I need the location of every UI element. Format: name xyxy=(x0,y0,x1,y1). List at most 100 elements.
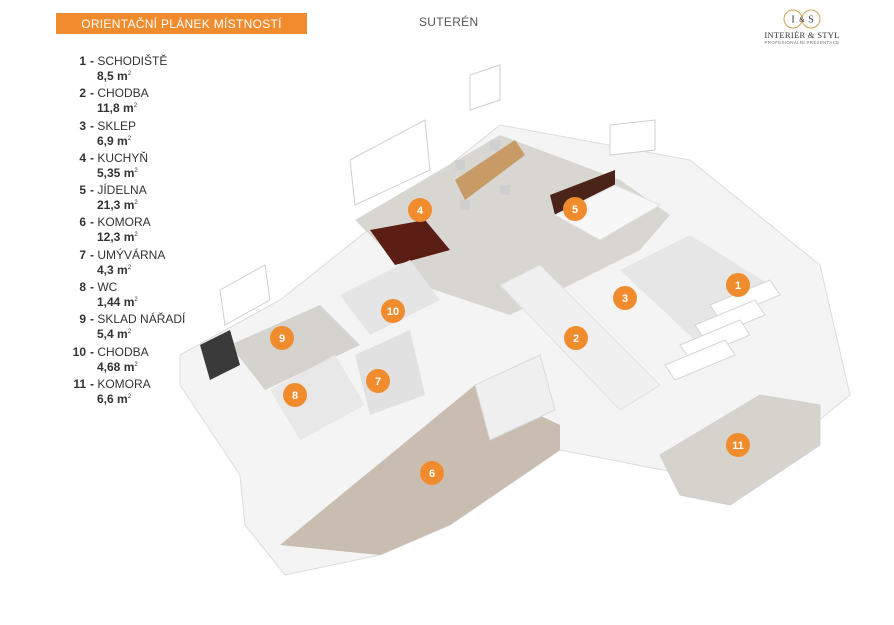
legend-area-exponent: 2 xyxy=(134,200,138,207)
legend-room-name: - JÍDELNA xyxy=(90,183,147,197)
legend-room-number: 10 xyxy=(72,344,86,359)
room-marker-circle xyxy=(726,273,750,297)
legend-room-number: 6 xyxy=(79,215,86,230)
room-marker-number: 8 xyxy=(292,390,298,402)
legend-area-exponent: 2 xyxy=(127,329,132,336)
room-marker-circle xyxy=(563,197,587,221)
room-marker-circle xyxy=(366,369,390,393)
floor-label: SUTERÉN xyxy=(419,15,479,29)
legend-room-label: CHODBA xyxy=(97,344,149,359)
room-marker-number: 1 xyxy=(735,280,741,292)
legend-room-area-value: 4,3 m xyxy=(97,262,128,277)
room-marker: 3 xyxy=(613,286,637,310)
legend-room-area: 4,68 m2 xyxy=(97,360,138,374)
legend-room-number: 5 xyxy=(79,183,86,198)
legend-room-area-value: 5,35 m xyxy=(97,165,135,180)
legend-area-exponent: 2 xyxy=(127,135,132,142)
legend-room-number: 7 xyxy=(79,247,86,262)
kitchen-island xyxy=(370,220,450,265)
legend-room-label: JÍDELNA xyxy=(97,183,147,198)
room-marker-number: 2 xyxy=(573,333,579,345)
legend-room-name: - SKLAD NÁŘADÍ xyxy=(90,312,185,326)
svg-text:&: & xyxy=(799,16,805,24)
legend-room-label: KOMORA xyxy=(97,376,151,391)
room-marker-circle xyxy=(564,326,588,350)
legend-area-exponent: 2 xyxy=(134,167,138,174)
legend-room-name: - SKLEP xyxy=(90,119,136,133)
legend-room-number: 1 xyxy=(79,54,86,68)
legend-room-area-value: 21,3 m xyxy=(97,198,135,213)
room-marker: 1 xyxy=(726,273,750,297)
room-marker-number: 6 xyxy=(429,468,435,480)
legend-room-name: - WC xyxy=(90,280,117,294)
legend-room-area-value: 8,5 m xyxy=(97,69,128,83)
dining-table xyxy=(455,140,525,200)
legend-room-area: 11,8 m2 xyxy=(97,101,137,115)
room-marker-circle xyxy=(381,299,405,323)
legend-room-area-value: 5,4 m xyxy=(97,327,128,342)
legend-separator: - xyxy=(90,215,94,230)
legend-room-area-value: 4,68 m xyxy=(97,359,135,374)
legend-room-name: - KOMORA xyxy=(90,215,151,229)
company-logo: I & S INTERIÉR & STYL PROFESIONÁLNÍ PREZ… xyxy=(762,8,842,46)
room-marker: 5 xyxy=(563,197,587,221)
room-marker: 7 xyxy=(366,369,390,393)
room-marker-circle xyxy=(420,461,444,485)
legend-room-area: 4,3 m2 xyxy=(97,263,131,277)
room-marker-number: 7 xyxy=(375,376,381,388)
room-marker: 8 xyxy=(283,383,307,407)
legend-area-exponent: 2 xyxy=(133,103,138,110)
legend-room-name: - SCHODIŠTĚ xyxy=(90,54,167,68)
room-marker: 4 xyxy=(408,198,432,222)
legend-separator: - xyxy=(90,150,94,165)
legend-room-number: 8 xyxy=(79,280,86,295)
legend-room-area: 5,35 m2 xyxy=(97,166,138,180)
legend-room-area: 5,4 m2 xyxy=(97,327,131,341)
room-marker: 9 xyxy=(270,326,294,350)
legend-room-name: - UMÝVÁRNA xyxy=(90,248,165,262)
legend-room-area-value: 1,44 m xyxy=(97,295,135,310)
legend-area-exponent: 2 xyxy=(134,297,138,304)
legend-area-exponent: 2 xyxy=(134,232,138,239)
legend-room-area: 8,5 m2 xyxy=(97,69,131,83)
room-marker-number: 10 xyxy=(387,306,399,318)
legend-room-area: 6,9 m2 xyxy=(97,134,131,148)
legend-room-name: - CHODBA xyxy=(90,345,149,359)
legend-room-label: SCHODIŠTĚ xyxy=(97,54,168,68)
legend-separator: - xyxy=(90,54,94,68)
legend-room-name: - KOMORA xyxy=(90,377,151,391)
legend-room-area: 12,3 m2 xyxy=(97,230,138,244)
svg-text:I: I xyxy=(791,15,794,26)
logo-name: INTERIÉR & STYL xyxy=(764,30,840,40)
legend-room-label: UMÝVÁRNA xyxy=(97,247,166,262)
legend-room-number: 11 xyxy=(73,376,86,391)
legend-room-label: KUCHYŇ xyxy=(97,150,149,165)
room-marker-circle xyxy=(408,198,432,222)
room-marker-circle xyxy=(726,433,750,457)
logo-mark: I & S xyxy=(783,9,821,29)
legend-room-area: 1,44 m2 xyxy=(97,295,138,309)
floor-plan-shell xyxy=(179,64,851,576)
legend-room-number: 2 xyxy=(79,86,86,101)
room-marker-number: 3 xyxy=(622,293,628,305)
legend-room-label: SKLEP xyxy=(97,118,137,133)
svg-text:S: S xyxy=(808,15,814,26)
legend-separator: - xyxy=(90,312,94,327)
room-marker: 2 xyxy=(564,326,588,350)
legend-room-area-value: 11,8 m xyxy=(97,101,134,116)
legend-room-area-value: 6,9 m xyxy=(97,133,128,148)
legend-room-label: KOMORA xyxy=(97,215,151,230)
legend-separator: - xyxy=(90,86,94,101)
legend-room-number: 3 xyxy=(79,118,86,133)
room-marker-circle xyxy=(613,286,637,310)
plan-title: ORIENTAČNÍ PLÁNEK MÍSTNOSTÍ xyxy=(81,16,282,31)
room-marker-circle xyxy=(270,326,294,350)
